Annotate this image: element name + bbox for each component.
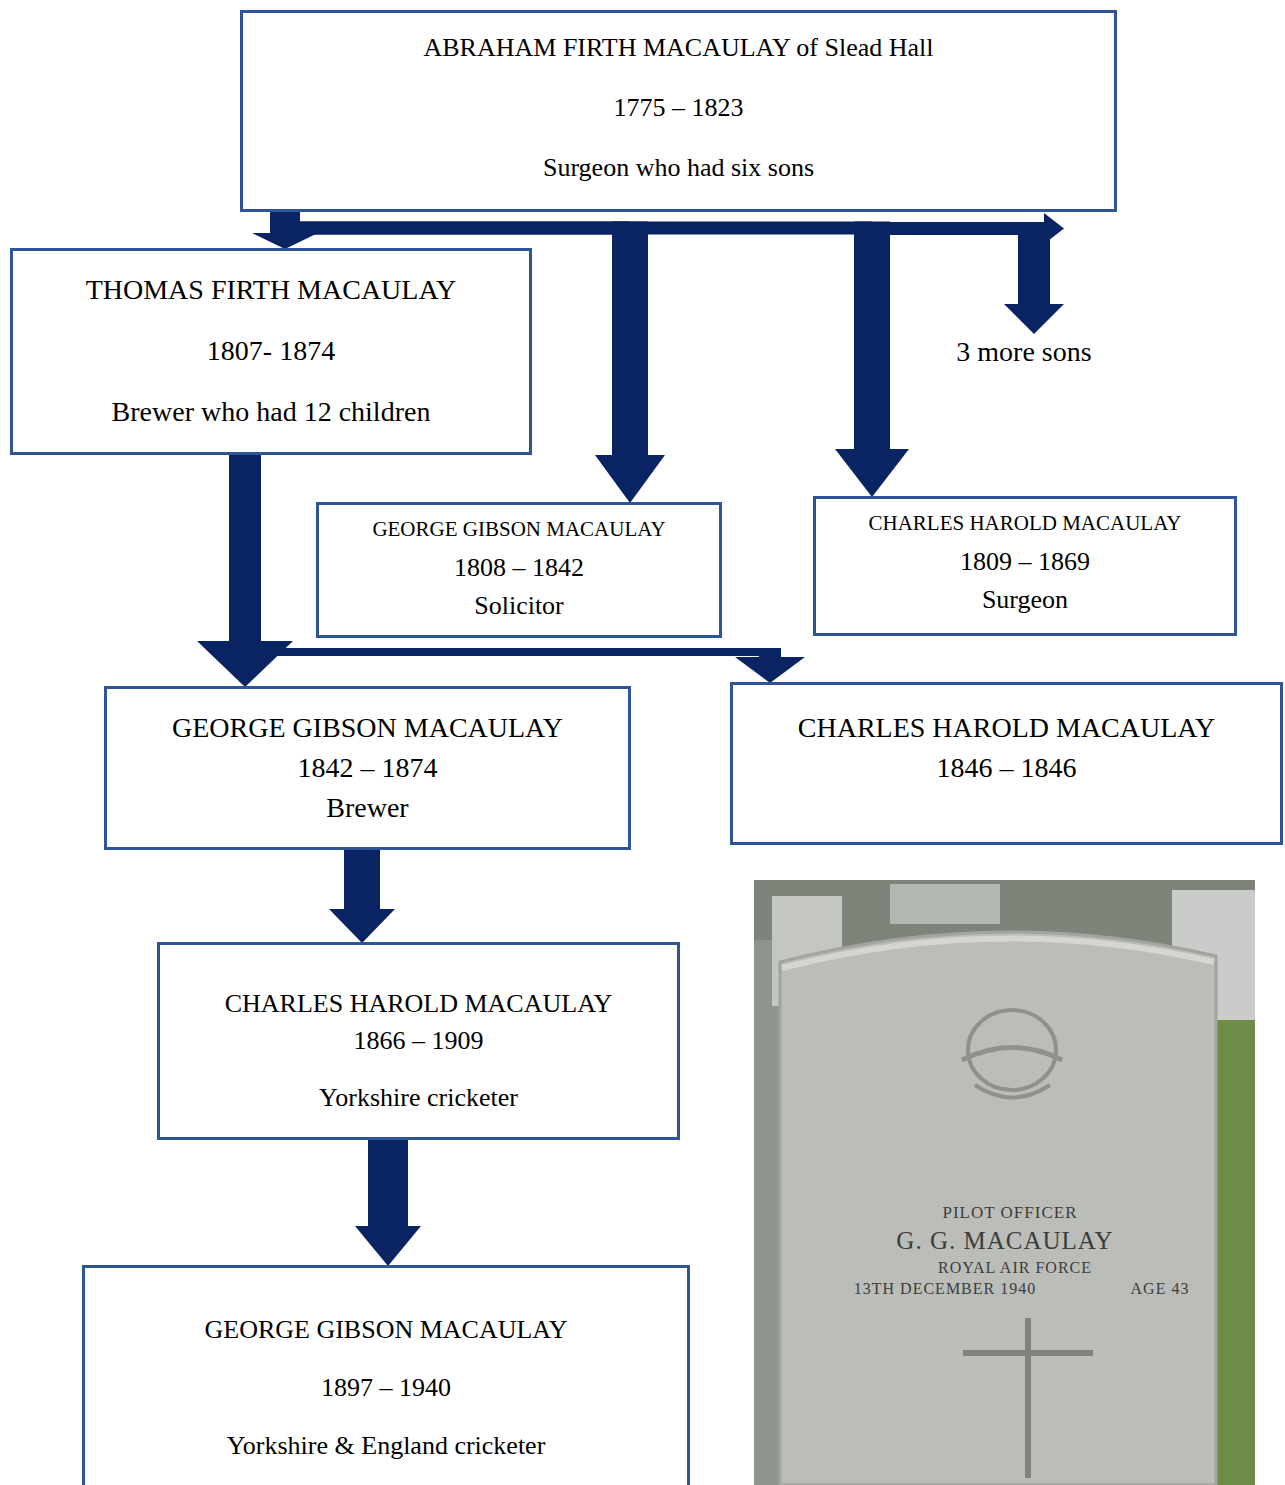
person-box: ABRAHAM FIRTH MACAULAY of Slead Hall 1775… [240,10,1117,212]
person-box: GEORGE GIBSON MACAULAY 1897 – 1940Yorkshi… [82,1265,690,1485]
descent-arrow [245,453,805,683]
person-detail: Brewer who had 12 children [21,396,521,428]
person-name: CHARLES HAROLD MACAULAY [741,712,1272,744]
person-name: GEORGE GIBSON MACAULAY [93,1315,679,1345]
person-detail: 1846 – 1846 [741,752,1272,784]
person-detail: Solicitor [327,591,711,621]
person-name: THOMAS FIRTH MACAULAY [21,274,521,306]
person-name: GEORGE GIBSON MACAULAY [115,712,620,744]
person-detail: Yorkshire & England cricketer [93,1431,679,1461]
person-detail: Brewer [115,792,620,824]
person-name: ABRAHAM FIRTH MACAULAY of Slead Hall [251,33,1106,63]
person-detail: Surgeon [824,585,1226,615]
person-box: GEORGE GIBSON MACAULAY 1842 – 1874Brewer [104,686,631,850]
person-detail: 1808 – 1842 [327,553,711,583]
person-name: CHARLES HAROLD MACAULAY [168,989,669,1019]
person-box: CHARLES HAROLD MACAULAY 1809 – 1869Surgeo… [813,496,1237,636]
person-detail: 1897 – 1940 [93,1373,679,1403]
inscription-text: AGE 43 [1131,1280,1190,1298]
person-detail: 1807- 1874 [21,335,521,367]
descent-arrow [355,1138,421,1266]
branch-note: 3 more sons [956,336,1091,368]
person-box: GEORGE GIBSON MACAULAY 1808 – 1842Solicit… [316,502,722,638]
extra-sons-arrow [860,213,1064,334]
person-name: CHARLES HAROLD MACAULAY [824,511,1226,535]
person-detail: Surgeon who had six sons [251,153,1106,183]
inscription-text: PILOT OFFICER [942,1203,1077,1223]
inscription-text: 13TH DECEMBER 1940 [854,1280,1036,1298]
gravestone-photo [754,880,1255,1485]
person-detail: 1866 – 1909 [168,1026,669,1056]
person-box: CHARLES HAROLD MACAULAY 1866 – 1909Yorksh… [157,942,680,1140]
inscription-text: G. G. MACAULAY [896,1227,1113,1256]
person-detail: 1842 – 1874 [115,752,620,784]
inscription-text: ROYAL AIR FORCE [938,1259,1092,1277]
person-detail: Yorkshire cricketer [168,1083,669,1113]
person-box: THOMAS FIRTH MACAULAY 1807- 1874Brewer wh… [10,248,532,455]
person-detail: 1775 – 1823 [251,93,1106,123]
descent-arrow [329,848,395,943]
person-name: GEORGE GIBSON MACAULAY [327,517,711,541]
person-detail: 1809 – 1869 [824,547,1226,577]
person-box: CHARLES HAROLD MACAULAY 1846 – 1846 [730,682,1283,845]
